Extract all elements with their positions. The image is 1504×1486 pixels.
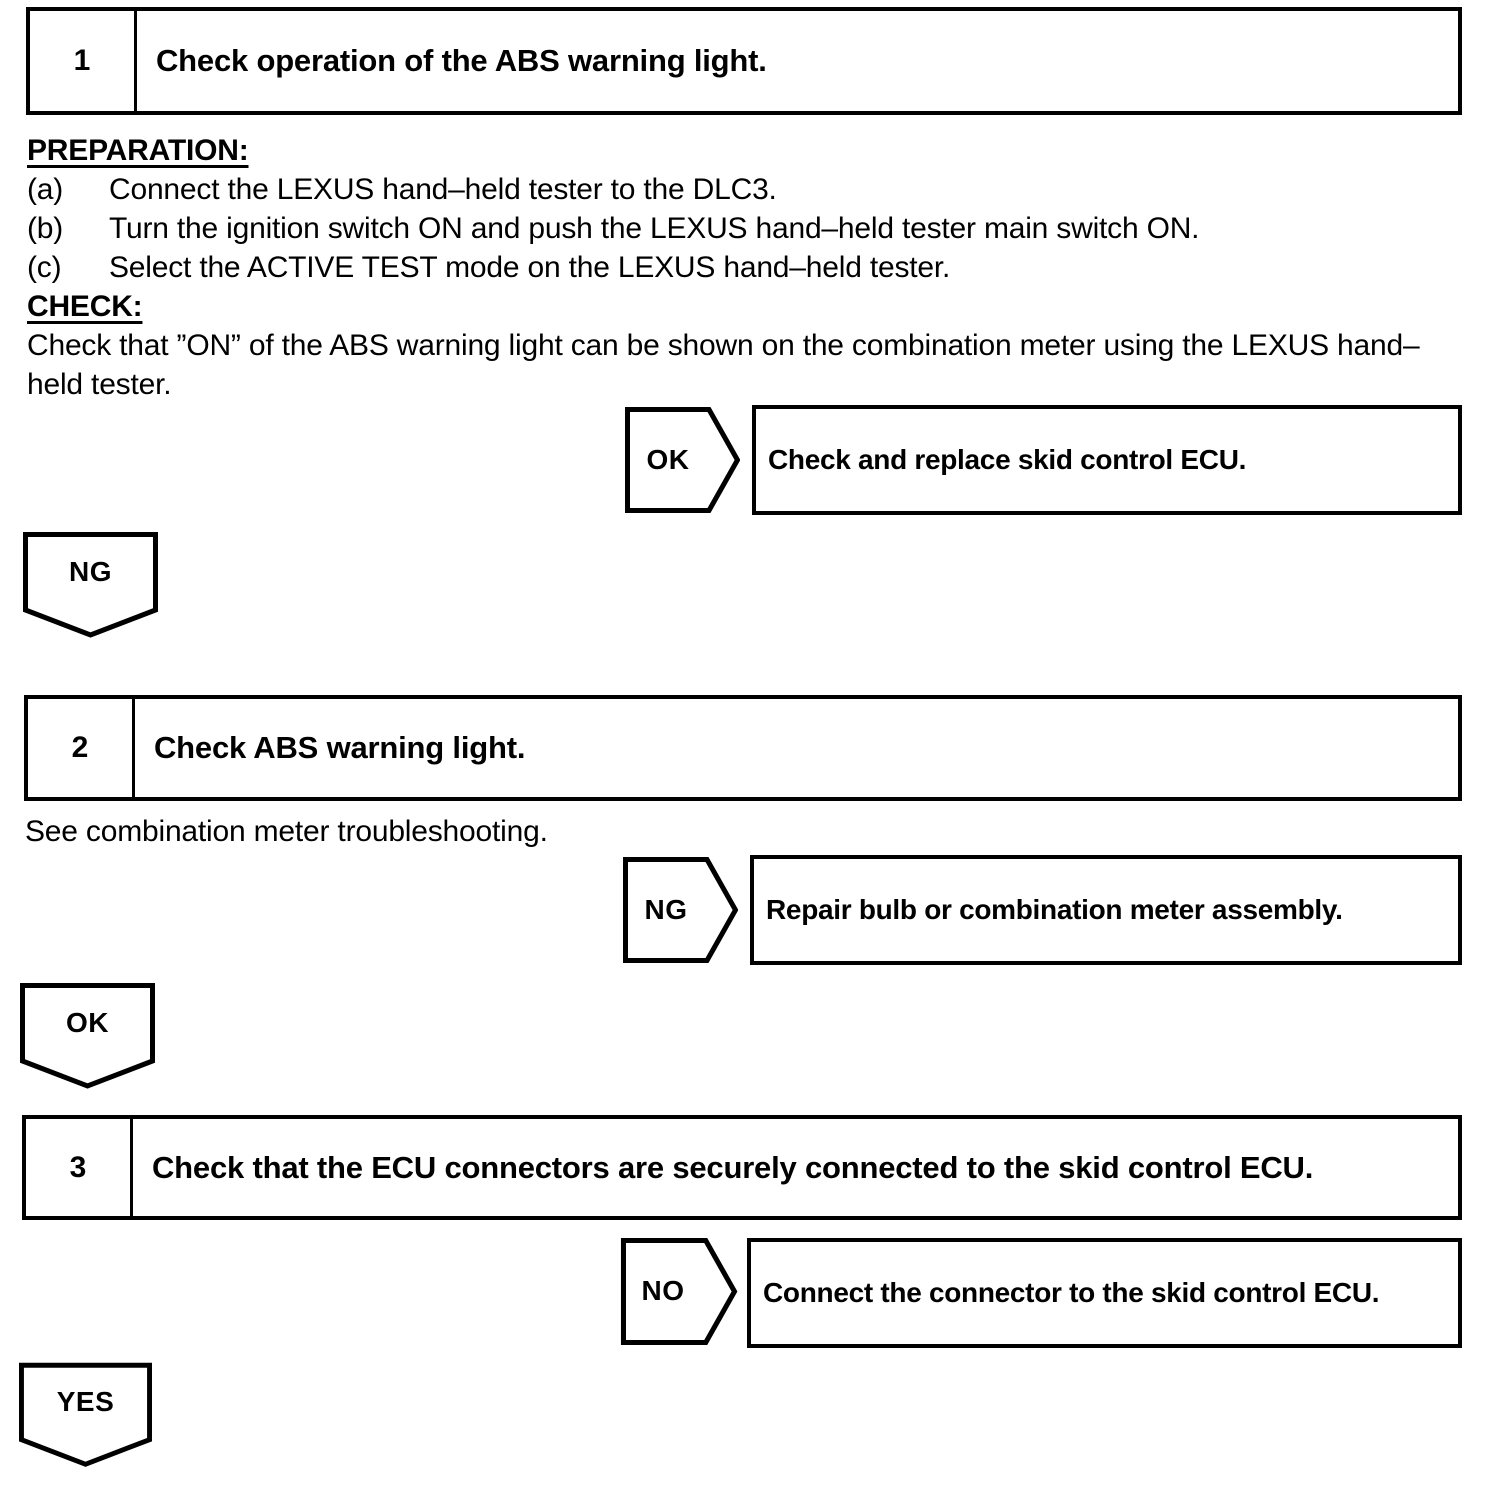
step-3-number: 3 (26, 1119, 133, 1216)
result-text: Check and replace skid control ECU. (768, 444, 1247, 475)
flow-connector-ok: OK (625, 407, 740, 513)
step-1-title: Check operation of the ABS warning light… (156, 43, 767, 78)
flow-connector-no: NO (620, 1238, 738, 1345)
step-2-box: 2 Check ABS warning light. (24, 695, 1462, 801)
flow-connector-ok: OK (20, 983, 155, 1089)
step-2-note: See combination meter troubleshooting. (25, 815, 548, 848)
connector-label: YES (56, 1386, 115, 1417)
result-text: Repair bulb or combination meter assembl… (766, 894, 1343, 925)
step-1-box: 1 Check operation of the ABS warning lig… (26, 7, 1462, 115)
check-text-line: held tester. (27, 368, 172, 401)
result-text: Connect the connector to the skid contro… (763, 1277, 1380, 1308)
preparation-item: (b) Turn the ignition switch ON and push… (27, 209, 1467, 248)
result-box: Repair bulb or combination meter assembl… (750, 855, 1462, 965)
preparation-heading: PREPARATION: (27, 134, 249, 167)
connector-label: NO (641, 1275, 685, 1306)
item-label: (a) (27, 173, 64, 206)
item-text: Turn the ignition switch ON and push the… (109, 212, 1200, 245)
step-1-body: PREPARATION: (a) Connect the LEXUS hand–… (27, 131, 1467, 404)
item-label: (b) (27, 212, 64, 245)
preparation-item: (a) Connect the LEXUS hand–held tester t… (27, 170, 1467, 209)
flow-arrow-down-icon (23, 532, 158, 638)
step-1-number: 1 (30, 11, 137, 111)
flow-arrow-right-icon (625, 407, 740, 513)
flow-arrow-down-icon (19, 1362, 152, 1467)
item-label: (c) (27, 251, 62, 284)
flow-connector-yes: YES (19, 1362, 152, 1468)
connector-label: OK (646, 444, 690, 475)
step-2-number: 2 (28, 699, 135, 797)
result-box: Check and replace skid control ECU. (752, 405, 1462, 515)
connector-label: NG (69, 556, 112, 587)
step-3-title: Check that the ECU connectors are secure… (152, 1149, 1314, 1185)
item-text: Select the ACTIVE TEST mode on the LEXUS… (109, 251, 951, 284)
flow-connector-ng: NG (623, 857, 738, 963)
connector-label: OK (66, 1007, 109, 1038)
preparation-item: (c) Select the ACTIVE TEST mode on the L… (27, 248, 1467, 287)
item-text: Connect the LEXUS hand–held tester to th… (109, 173, 777, 206)
flow-arrow-down-icon (20, 983, 155, 1089)
result-box: Connect the connector to the skid contro… (747, 1238, 1462, 1348)
step-2-title: Check ABS warning light. (154, 730, 526, 765)
flow-arrow-right-icon (620, 1238, 738, 1345)
check-heading: CHECK: (27, 290, 143, 323)
flow-connector-ng: NG (23, 532, 158, 638)
check-text-line: Check that ”ON” of the ABS warning light… (27, 329, 1420, 362)
step-3-box: 3 Check that the ECU connectors are secu… (22, 1115, 1462, 1220)
connector-label: NG (644, 894, 688, 925)
flow-arrow-right-icon (623, 857, 738, 963)
